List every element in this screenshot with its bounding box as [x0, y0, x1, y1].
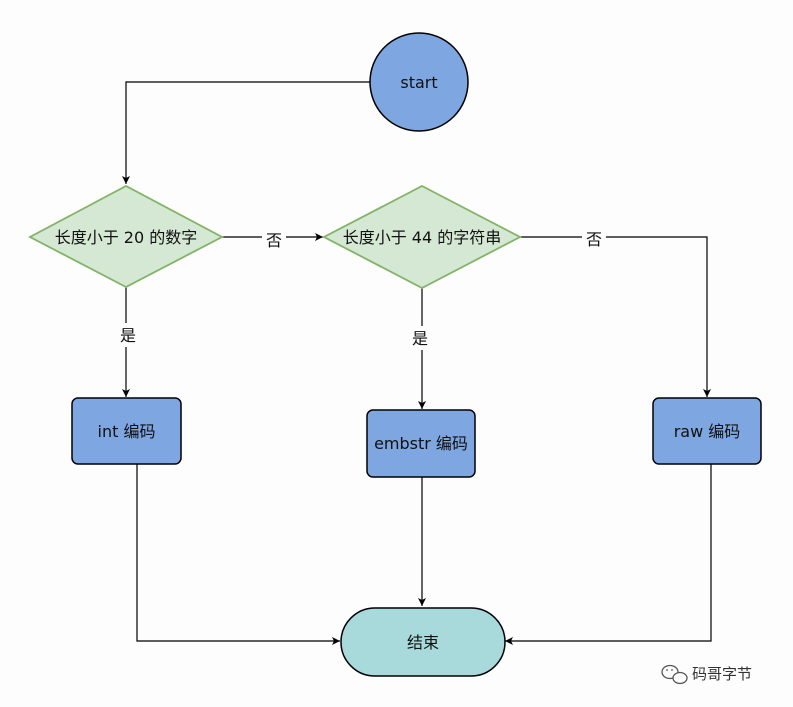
int-box-label: int 编码 [98, 422, 156, 441]
raw-box-label: raw 编码 [674, 422, 741, 441]
edge-label-no-2: 否 [582, 227, 606, 249]
end-label: 结束 [407, 633, 439, 652]
edge-label-no-1: 否 [262, 228, 286, 250]
svg-text:是: 是 [412, 329, 428, 348]
svg-text:是: 是 [120, 326, 136, 345]
watermark: 码哥字节 [661, 664, 752, 685]
edge-int-to-end [136, 464, 340, 645]
raw-box: raw 编码 [652, 397, 762, 465]
decision-number-node: 长度小于 20 的数字 [28, 184, 224, 289]
edge-start-to-decision-number [122, 81, 370, 184]
embstr-box: embstr 编码 [366, 409, 476, 478]
decision-string-label: 长度小于 44 的字符串 [343, 228, 502, 247]
start-label: start [400, 73, 437, 92]
decision-number-label: 长度小于 20 的数字 [55, 228, 198, 247]
decision-string-node: 长度小于 44 的字符串 [322, 184, 522, 290]
end-node: 结束 [340, 607, 506, 677]
edge-label-yes-2: 是 [409, 326, 431, 350]
embstr-box-label: embstr 编码 [374, 434, 468, 453]
int-box: int 编码 [71, 397, 182, 465]
edge-raw-to-end [505, 464, 712, 645]
wechat-icon [661, 664, 688, 685]
svg-text:否: 否 [266, 231, 282, 250]
svg-text:否: 否 [586, 230, 602, 249]
edge-label-yes-1: 是 [117, 323, 139, 347]
start-node: start [369, 32, 469, 132]
edge-decision-string-to-raw [520, 236, 711, 397]
watermark-text: 码哥字节 [692, 665, 752, 683]
